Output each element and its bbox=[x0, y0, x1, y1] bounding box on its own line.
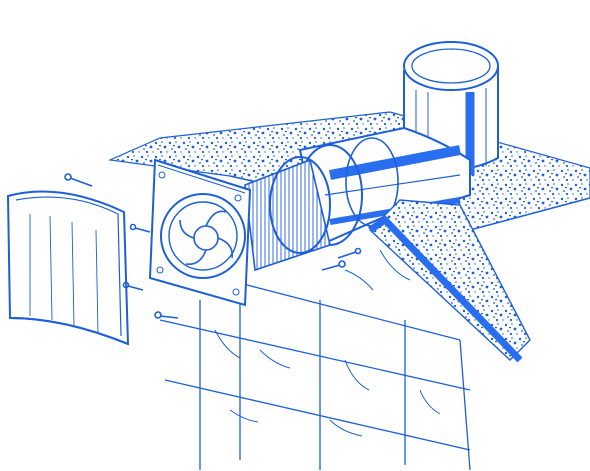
fan-unit bbox=[148, 158, 252, 307]
front-grille-cover bbox=[6, 190, 130, 346]
mounting-screws bbox=[64, 173, 362, 319]
slab-edge-plank bbox=[368, 199, 531, 363]
duct-collar bbox=[244, 156, 331, 272]
